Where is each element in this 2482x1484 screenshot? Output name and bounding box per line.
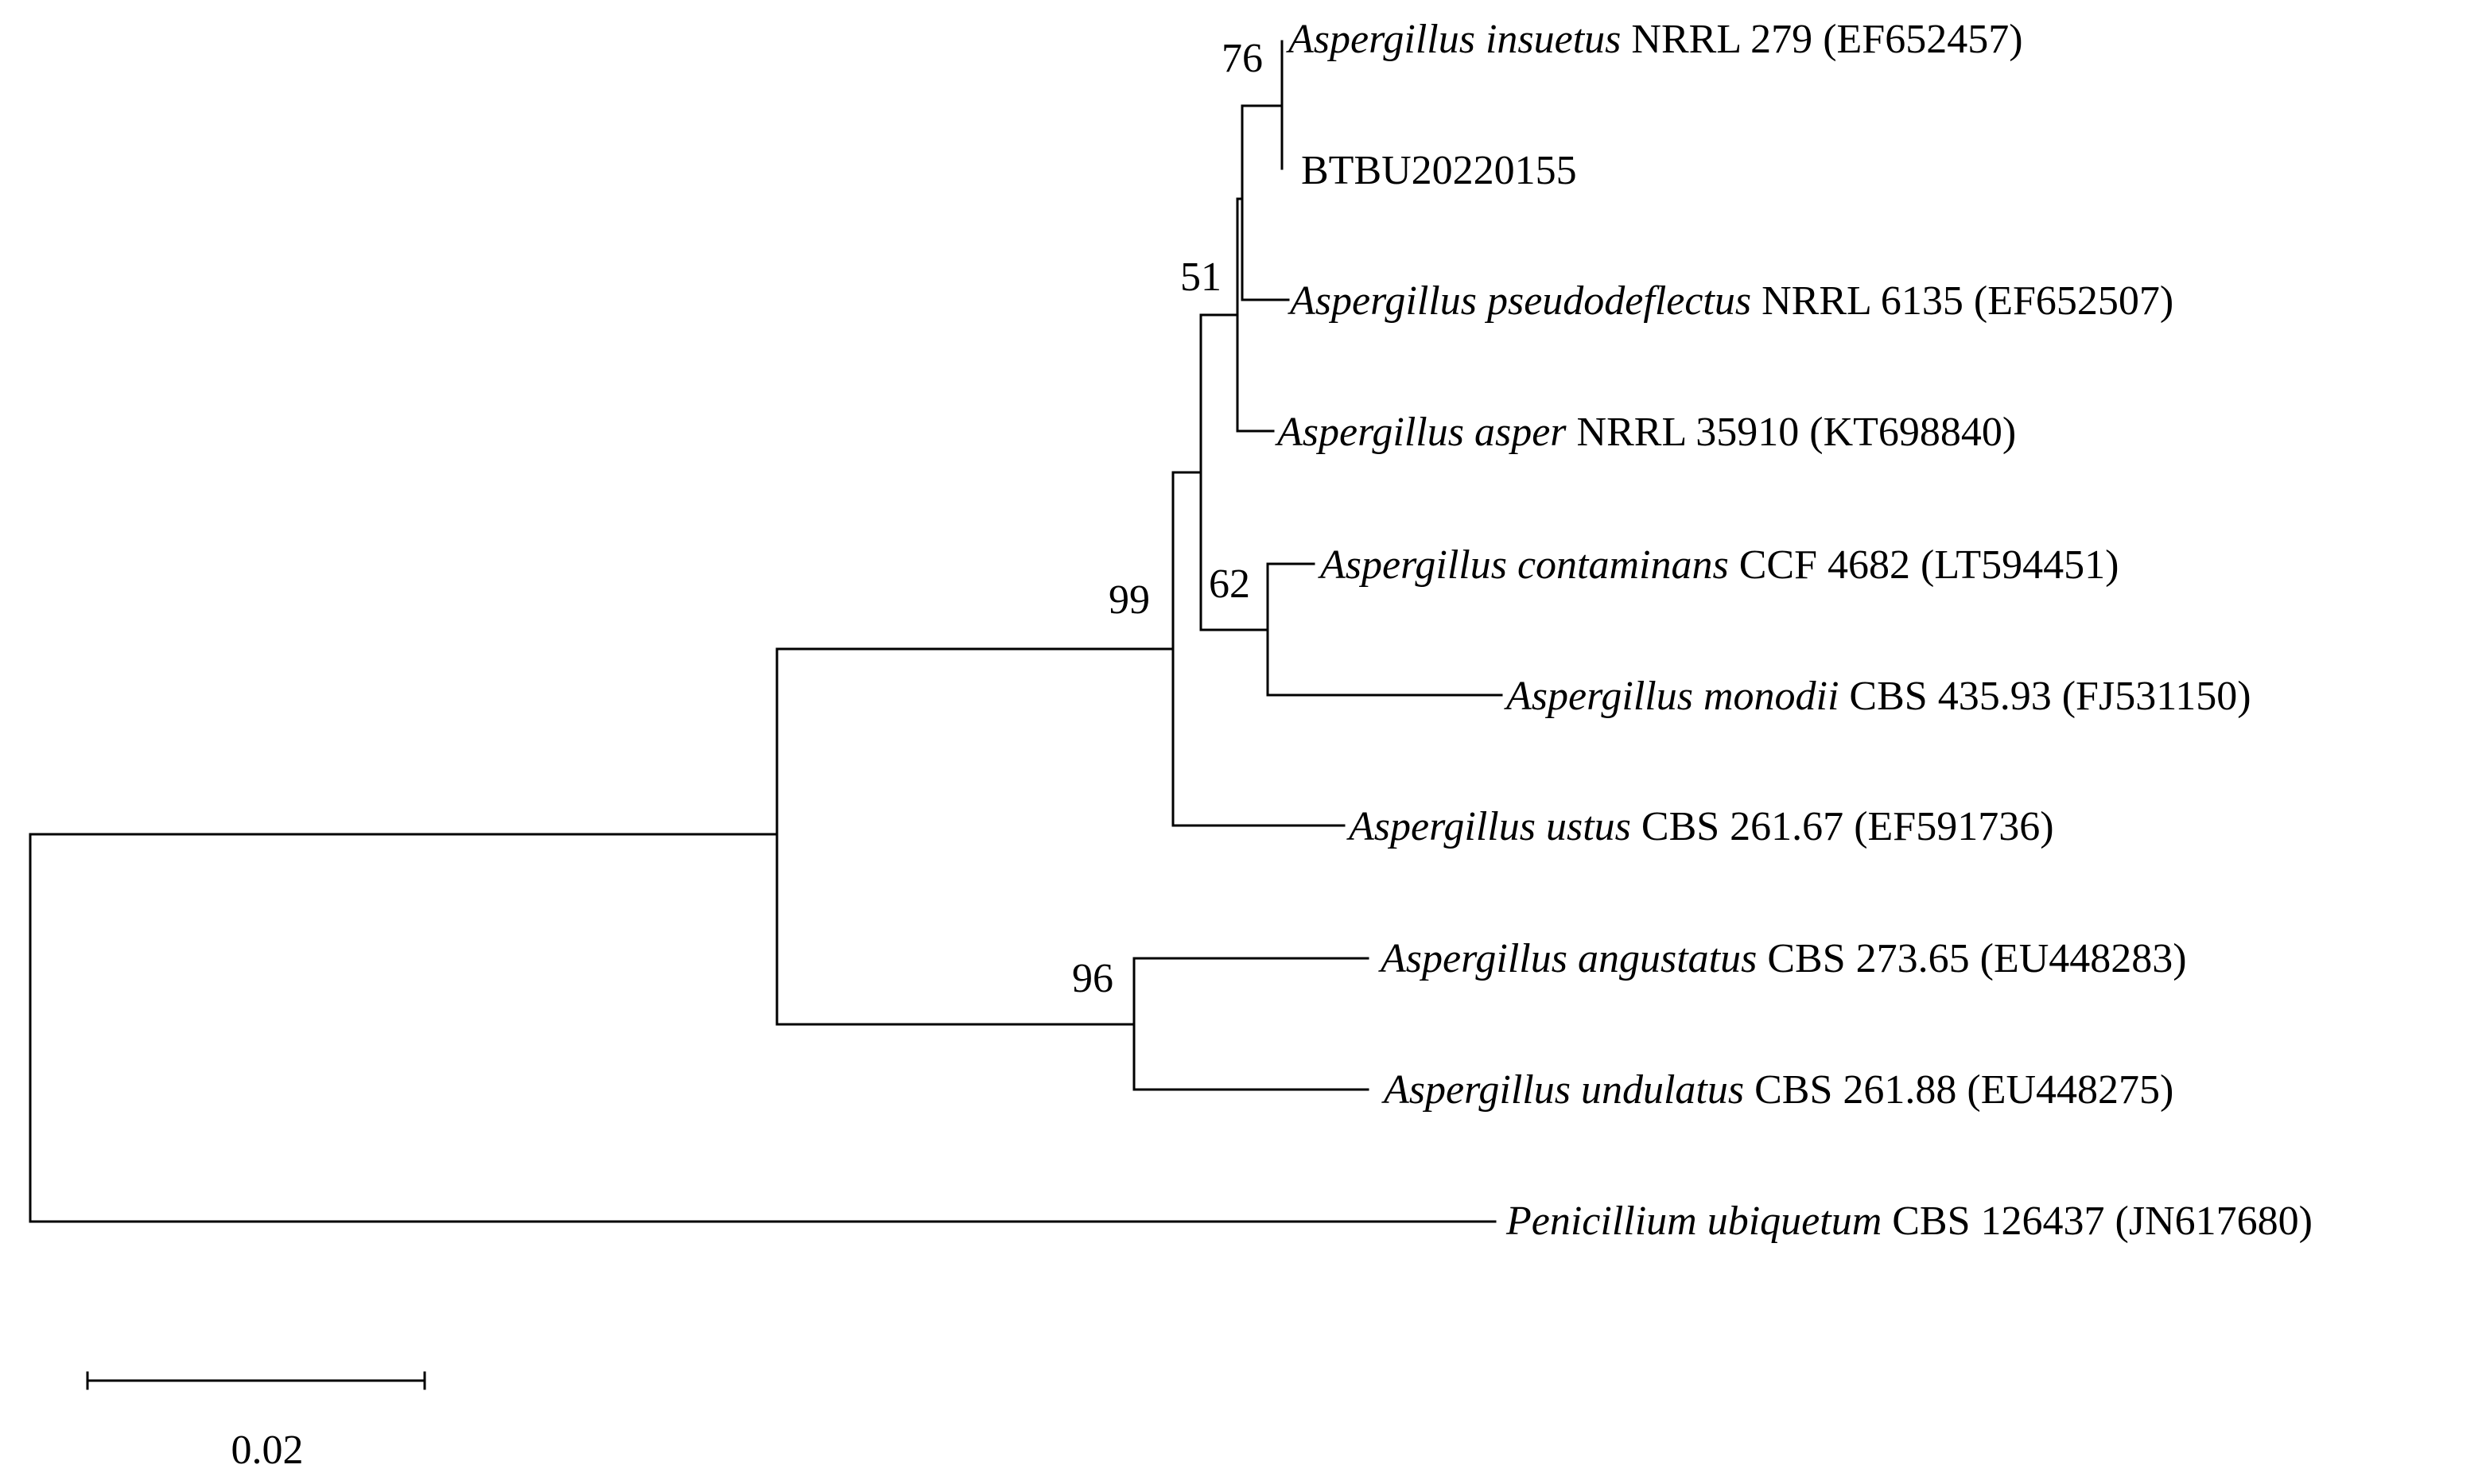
scale-bar-line	[86, 1371, 426, 1390]
bootstrap-96: 96	[1072, 956, 1113, 1001]
taxon-aspergillus-ustus: Aspergillus ustus CBS 261.67 (EF591736)	[1346, 804, 2054, 849]
bootstrap-51: 51	[1180, 254, 1222, 300]
bootstrap-62: 62	[1209, 561, 1250, 607]
taxon-aspergillus-insuetus: Aspergillus insuetus NRRL 279 (EF652457)	[1286, 17, 2023, 62]
taxon-aspergillus-undulatus: Aspergillus undulatus CBS 261.88 (EU4482…	[1381, 1067, 2173, 1113]
taxon-aspergillus-angustatus: Aspergillus angustatus CBS 273.65 (EU448…	[1378, 936, 2187, 981]
taxon-btbu20220155: BTBU20220155	[1301, 148, 1577, 193]
bootstrap-99: 99	[1109, 577, 1150, 623]
taxon-penicillium-ubiquetum: Penicillium ubiquetum CBS 126437 (JN6176…	[1505, 1198, 2313, 1244]
taxon-aspergillus-monodii: Aspergillus monodii CBS 435.93 (FJ531150…	[1504, 674, 2251, 719]
scale-bar-label: 0.02	[231, 1428, 304, 1473]
scale-bar: 0.02	[86, 1371, 426, 1473]
taxon-aspergillus-pseudodeflectus: Aspergillus pseudodeflectus NRRL 6135 (E…	[1288, 278, 2173, 324]
taxon-aspergillus-asper: Aspergillus asper NRRL 35910 (KT698840)	[1275, 410, 2016, 455]
bootstrap-76: 76	[1222, 36, 1263, 81]
taxon-aspergillus-contaminans: Aspergillus contaminans CCF 4682 (LT5944…	[1318, 542, 2119, 588]
